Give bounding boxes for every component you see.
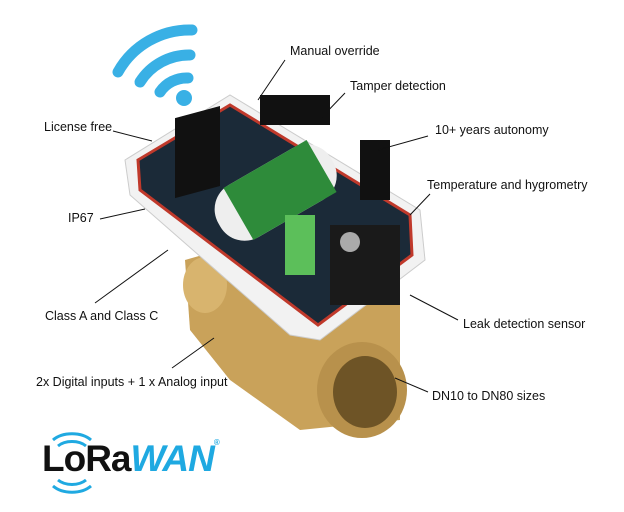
lorawan-logo: LoRaWAN® [42, 438, 220, 480]
wifi-icon [112, 24, 198, 98]
label-leak: Leak detection sensor [463, 317, 586, 331]
tamper-switch [360, 140, 390, 200]
label-inputs: 2x Digital inputs + 1 x Analog input [36, 375, 228, 389]
label-license-free: License free [44, 120, 113, 134]
override-switch [260, 95, 330, 125]
battery [214, 140, 337, 241]
terminal-block [285, 215, 315, 275]
wifi-dot-icon [176, 90, 192, 106]
logo-lora: LoRa [42, 438, 131, 479]
label-autonomy: 10+ years autonomy [435, 123, 549, 137]
sensor-nut [340, 232, 360, 252]
label-tamper-detection: Tamper detection [350, 79, 446, 93]
label-manual-override: Manual override [290, 44, 380, 58]
label-sizes: DN10 to DN80 sizes [432, 389, 546, 403]
logo-registered: ® [213, 438, 220, 447]
label-temperature: Temperature and hygrometry [427, 178, 588, 192]
label-ip67: IP67 [68, 211, 94, 225]
battery-holder [175, 106, 220, 199]
leader-lines [94, 59, 459, 393]
leak-sensor [330, 225, 400, 305]
logo-wan: WAN [130, 438, 215, 479]
label-class: Class A and Class C [45, 309, 159, 323]
